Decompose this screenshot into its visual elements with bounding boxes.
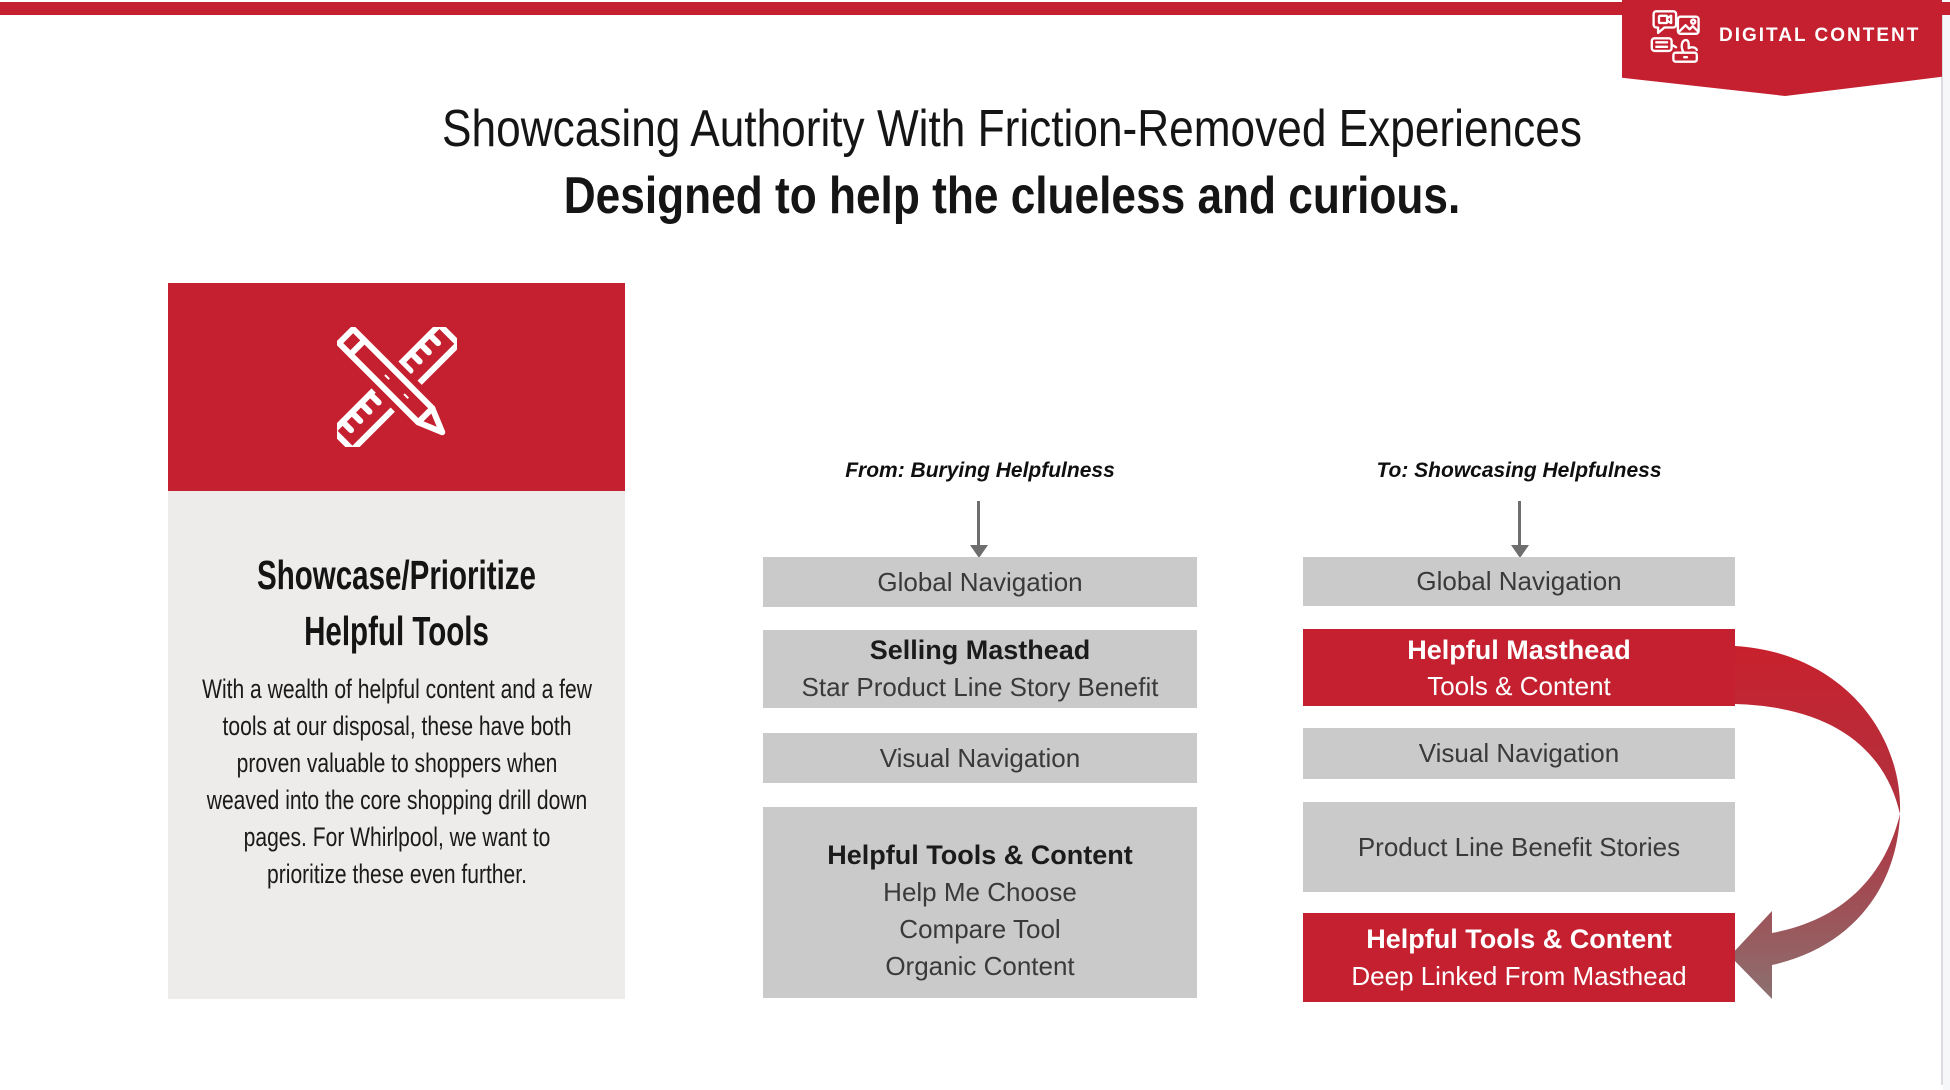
from-column-label: From: Burying Helpfulness (845, 459, 1115, 482)
from-box-helpful-tools: Helpful Tools & Content Help Me Choose C… (763, 807, 1197, 998)
to-column-label: To: Showcasing Helpfulness (1376, 459, 1662, 482)
heading-line-1: Showcasing Authority With Friction-Remov… (442, 100, 1582, 158)
card-paragraph: With a wealth of helpful content and a f… (202, 674, 592, 889)
to-box-product-line-benefit-stories: Product Line Benefit Stories (1303, 802, 1735, 892)
card-title-line-2: Helpful Tools (304, 608, 489, 654)
box-line: Global Navigation (877, 566, 1083, 597)
box-title: Helpful Tools & Content (1366, 923, 1672, 954)
app-background-strip (1943, 0, 1950, 1090)
to-box-helpful-tools: Helpful Tools & Content Deep Linked From… (1303, 913, 1735, 1002)
box-line: Product Line Benefit Stories (1357, 831, 1681, 862)
digital-content-media-icon (1650, 9, 1700, 63)
box-line: Visual Navigation (1418, 738, 1620, 768)
top-red-bar (0, 2, 1950, 15)
from-box-global-navigation: Global Navigation (763, 557, 1197, 607)
summary-card-body: Showcase/Prioritize Helpful Tools With a… (168, 491, 625, 999)
digital-content-ribbon: DIGITAL CONTENT (1622, 0, 1942, 96)
box-line: Star Product Line Story Benefit (801, 672, 1159, 702)
from-box-visual-navigation: Visual Navigation (763, 733, 1197, 783)
to-box-visual-navigation: Visual Navigation (1303, 728, 1735, 779)
from-box-selling-masthead: Selling Masthead Star Product Line Story… (763, 630, 1197, 708)
to-box-helpful-masthead: Helpful Masthead Tools & Content (1303, 629, 1735, 706)
card-title-line-1: Showcase/Prioritize (257, 552, 536, 598)
box-title: Helpful Masthead (1407, 634, 1631, 665)
from-down-arrow-icon (969, 501, 988, 558)
box-line: Deep Linked From Masthead (1351, 960, 1687, 991)
box-line: Organic Content (885, 951, 1075, 981)
heading-line-2: Designed to help the clueless and curiou… (563, 167, 1461, 225)
card-title: Showcase/Prioritize Helpful Tools (168, 547, 625, 659)
curved-arrow-icon (1730, 646, 1901, 999)
to-box-global-navigation: Global Navigation (1303, 557, 1735, 606)
box-line: Global Navigation (1416, 566, 1622, 596)
slide-right-edge (1941, 15, 1943, 1085)
box-line: Compare Tool (899, 914, 1061, 944)
to-down-arrow-icon (1510, 501, 1529, 558)
box-line: Visual Navigation (879, 742, 1081, 773)
box-line: Help Me Choose (883, 877, 1077, 907)
ribbon-label: DIGITAL CONTENT (1719, 25, 1921, 46)
box-title: Helpful Tools & Content (827, 840, 1133, 870)
summary-card: Showcase/Prioritize Helpful Tools With a… (168, 283, 625, 999)
box-line: Tools & Content (1427, 670, 1611, 701)
ruler-pencil-icon (336, 327, 457, 447)
box-title: Selling Masthead (869, 635, 1091, 665)
slide-heading: Showcasing Authority With Friction-Remov… (312, 95, 1712, 229)
summary-card-header (168, 283, 625, 491)
